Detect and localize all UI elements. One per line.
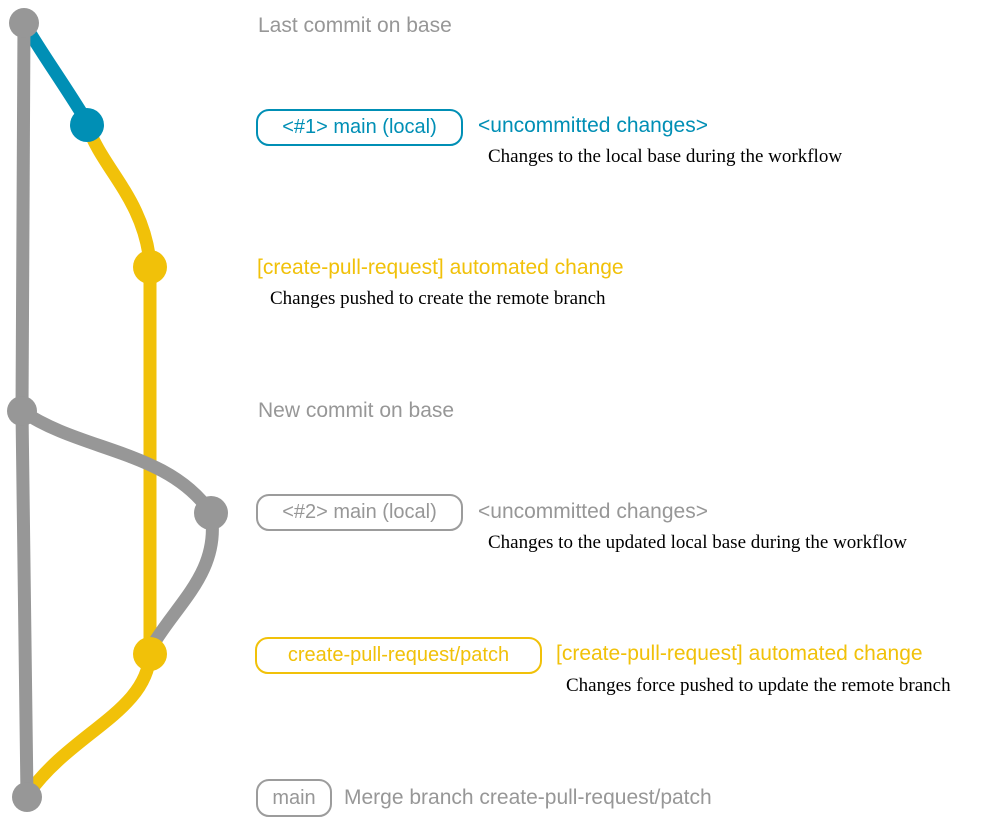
commit-dot-main1 <box>70 108 104 142</box>
branch-badge-patch: create-pull-request/patch <box>255 637 542 674</box>
branch-badge-main-2: <#2> main (local) <box>256 494 463 531</box>
commit-dot-base-new <box>7 396 37 426</box>
commit-dot-patch2 <box>133 637 167 671</box>
commit-message-merge: Merge branch create-pull-request/patch <box>344 786 712 809</box>
commit-dot-patch1 <box>133 250 167 284</box>
commit-message-patch-1: [create-pull-request] automated change <box>257 256 624 279</box>
commit-label-last-commit: Last commit on base <box>258 14 452 37</box>
commit-graph <box>7 8 228 812</box>
commit-dot-base-top <box>9 8 39 38</box>
edge-basenew-to-main2 <box>15 404 218 520</box>
commit-label-new-commit: New commit on base <box>258 399 455 422</box>
commit-message-main-2: <uncommitted changes> <box>478 500 708 523</box>
commit-description-main-2: Changes to the updated local base during… <box>488 532 907 553</box>
commit-description-patch-1: Changes pushed to create the remote bran… <box>270 288 606 309</box>
edge-main2-to-patch2 <box>144 506 219 655</box>
commit-dot-merge <box>12 782 42 812</box>
edge-base-to-main1 <box>17 16 94 129</box>
commit-message-patch-2: [create-pull-request] automated change <box>556 642 923 665</box>
commit-description-patch-2: Changes force pushed to update the remot… <box>566 675 951 696</box>
commit-message-main-1: <uncommitted changes> <box>478 114 708 137</box>
edge-patch2-to-merge <box>21 647 157 801</box>
commit-dot-main2 <box>194 496 228 530</box>
branch-badge-main-merge: main <box>256 779 332 817</box>
commit-description-main-1: Changes to the local base during the wor… <box>488 146 843 167</box>
branch-badge-main-1: <#1> main (local) <box>256 109 463 146</box>
edge-main1-to-patch1 <box>80 118 157 661</box>
